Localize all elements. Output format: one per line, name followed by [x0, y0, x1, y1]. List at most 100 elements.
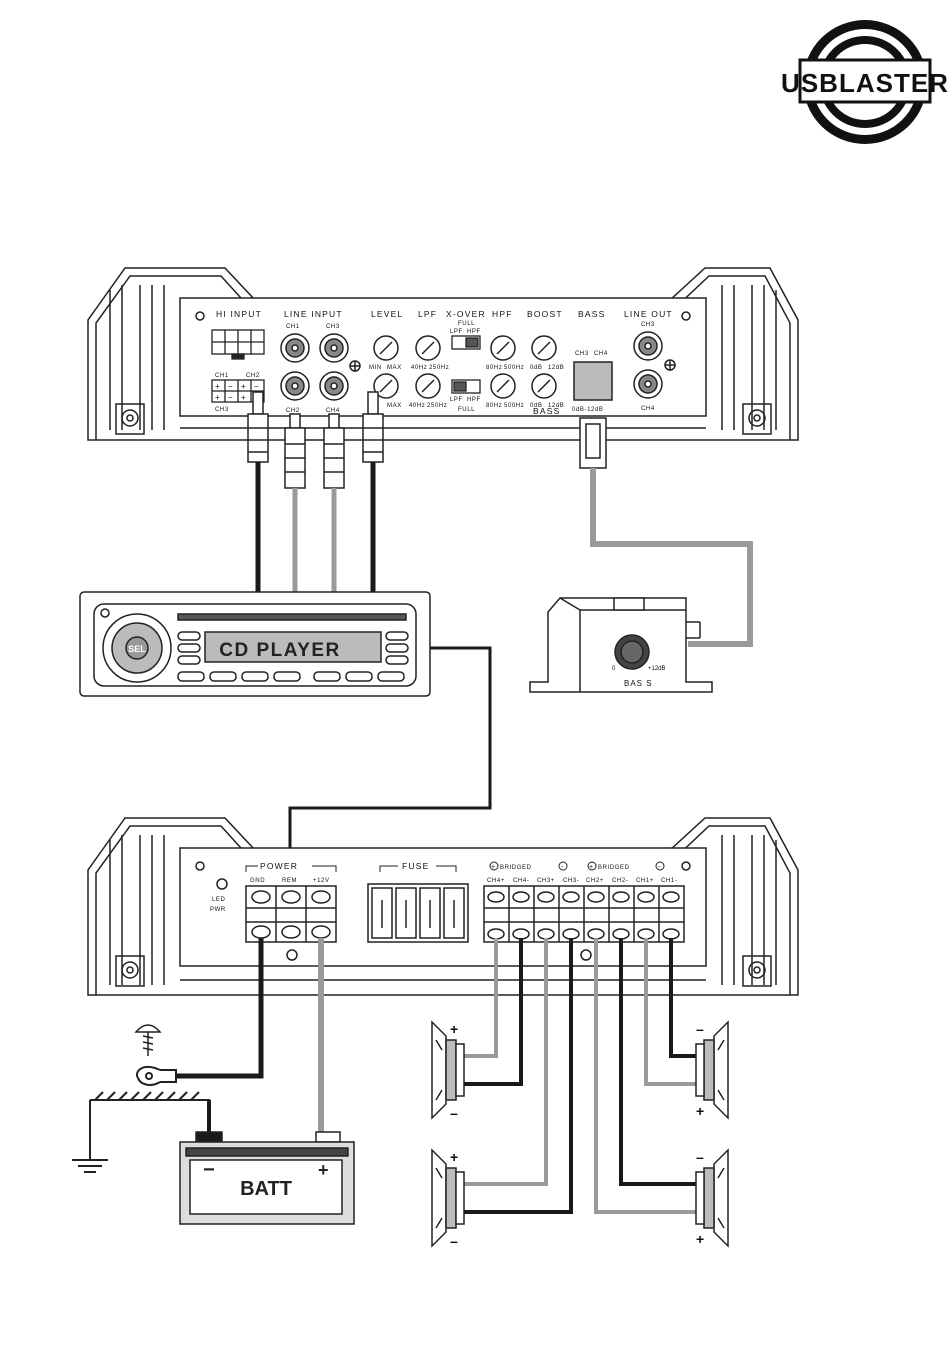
gnd-label: GND	[250, 878, 265, 884]
term-ch4m-label: CH4-	[513, 878, 529, 884]
bass-ch4-label: CH4	[594, 351, 608, 357]
rem-label: REM	[282, 878, 297, 884]
bass-remote-unit	[529, 597, 713, 693]
bass-remote-label: BAS S	[624, 679, 653, 688]
svg-text:+: +	[215, 382, 220, 391]
bass-remote-min: 0	[612, 666, 616, 672]
lpf-label: LPF	[418, 309, 437, 319]
spk-rr-minus: –	[696, 1149, 704, 1165]
speaker-wires	[464, 938, 700, 1214]
bass-remote-port[interactable]	[573, 361, 613, 401]
svg-text:+: +	[241, 393, 246, 402]
rca-wires	[255, 462, 376, 592]
xover-lpf2-label: LPF	[450, 397, 463, 403]
bass-remote-plug	[579, 417, 607, 469]
spk-fl-plus: +	[450, 1021, 458, 1037]
hpf-label: HPF	[492, 309, 513, 319]
cd-sel-button[interactable]: SEL	[128, 644, 146, 654]
bass-remote-cable	[590, 468, 753, 647]
svg-text:-: -	[658, 864, 661, 871]
svg-text:+: +	[589, 864, 593, 871]
bridged-a-label: BRIDGED	[500, 865, 532, 871]
line-out-label: LINE OUT	[624, 309, 673, 319]
spk-rr-plus: +	[696, 1231, 704, 1247]
svg-text:+: +	[215, 393, 220, 402]
line-in-ch1-label: CH1	[286, 324, 300, 330]
bass-remote-max: +12dB	[648, 666, 666, 672]
boost-12-label: 12dB	[548, 365, 564, 371]
spk-fl-minus: –	[450, 1105, 458, 1121]
term-ch3m-label: CH3-	[563, 878, 579, 884]
xover-label: X-OVER	[446, 309, 486, 319]
hi-ch1-label: CH1	[215, 373, 229, 379]
bridged-polarity: + - + -	[489, 861, 665, 871]
svg-text:-: -	[561, 864, 564, 871]
usblaster-logo: USBLASTER	[781, 20, 949, 144]
bass-range-label: 0dB-12dB	[572, 407, 604, 413]
battery-label: BATT	[240, 1178, 292, 1200]
term-ch1m-label: CH1-	[661, 878, 677, 884]
power-terminal-block[interactable]	[245, 885, 337, 961]
speaker-rear-right	[695, 1148, 729, 1248]
hpf-500b-label: 500Hz	[504, 403, 524, 409]
battery-minus: −	[203, 1159, 215, 1181]
svg-text:−: −	[228, 382, 233, 391]
screw-icon	[134, 1024, 162, 1056]
level-lpf-knobs[interactable]	[373, 335, 441, 399]
speaker-front-right	[695, 1020, 729, 1120]
hi-input-connector[interactable]	[211, 329, 265, 403]
battery	[179, 1131, 355, 1225]
spk-rl-plus: +	[450, 1149, 458, 1165]
terminal-labels: CH4+ CH4- CH3+ CH3- CH2+ CH2- CH1+ CH1-	[487, 878, 677, 884]
xover-switches[interactable]	[451, 335, 481, 394]
level-max-label: MAX	[387, 365, 402, 371]
svg-text:+: +	[491, 864, 495, 871]
svg-text:−: −	[228, 393, 233, 402]
line-out-jacks[interactable]	[633, 331, 676, 399]
level-label: LEVEL	[371, 309, 403, 319]
fuse-block[interactable]	[367, 883, 469, 943]
spk-fr-minus: –	[696, 1021, 704, 1037]
boost-0-label: 0dB	[530, 365, 542, 371]
line-in-ch3-label: CH3	[326, 324, 340, 330]
hi-ch3-label: CH3	[215, 407, 229, 413]
line-input-label: LINE INPUT	[284, 309, 343, 319]
bass-ch3-label: CH3	[575, 351, 589, 357]
lpf-40b-label: 40Hz	[409, 403, 425, 409]
line-out-ch3-label: CH3	[641, 322, 655, 328]
line-input-jacks[interactable]	[280, 333, 361, 401]
term-ch2p-label: CH2+	[586, 878, 604, 884]
xover-full-label: FULL	[458, 321, 475, 327]
xover-hpf-label: HPF	[467, 329, 481, 335]
xover-lpf-label: LPF	[450, 329, 463, 335]
hpf-boost-knobs[interactable]	[490, 335, 557, 399]
hpf-80-label: 80Hz	[486, 365, 502, 371]
speaker-rear-left	[431, 1148, 465, 1248]
logo-text: USBLASTER	[781, 68, 949, 98]
rca-plugs	[247, 391, 384, 489]
fuse-label: FUSE	[402, 861, 429, 871]
boost-12b-label: 12dB	[548, 403, 564, 409]
pwr-label: PWR	[210, 907, 226, 913]
led-label: LED	[212, 897, 226, 903]
boost-0b-label: 0dB	[530, 403, 542, 409]
svg-text:+: +	[241, 382, 246, 391]
line-out-ch4-label: CH4	[641, 406, 655, 412]
speaker-terminal-block[interactable]	[483, 885, 685, 961]
term-ch1p-label: CH1+	[636, 878, 654, 884]
spk-fr-plus: +	[696, 1103, 704, 1119]
svg-text:−: −	[254, 382, 259, 391]
spk-rl-minus: –	[450, 1233, 458, 1249]
term-ch3p-label: CH3+	[537, 878, 555, 884]
top-amplifier	[87, 267, 799, 441]
term-ch2m-label: CH2-	[612, 878, 628, 884]
level-min-label: MIN	[369, 365, 382, 371]
cd-player	[79, 591, 431, 697]
bass-lower-label: BASS	[533, 406, 560, 416]
ring-terminal-icon	[136, 1066, 177, 1086]
chassis-ground-icon	[72, 1091, 211, 1173]
hpf-500-label: 500Hz	[504, 365, 524, 371]
term-ch4p-label: CH4+	[487, 878, 505, 884]
bass-label: BASS	[578, 309, 605, 319]
